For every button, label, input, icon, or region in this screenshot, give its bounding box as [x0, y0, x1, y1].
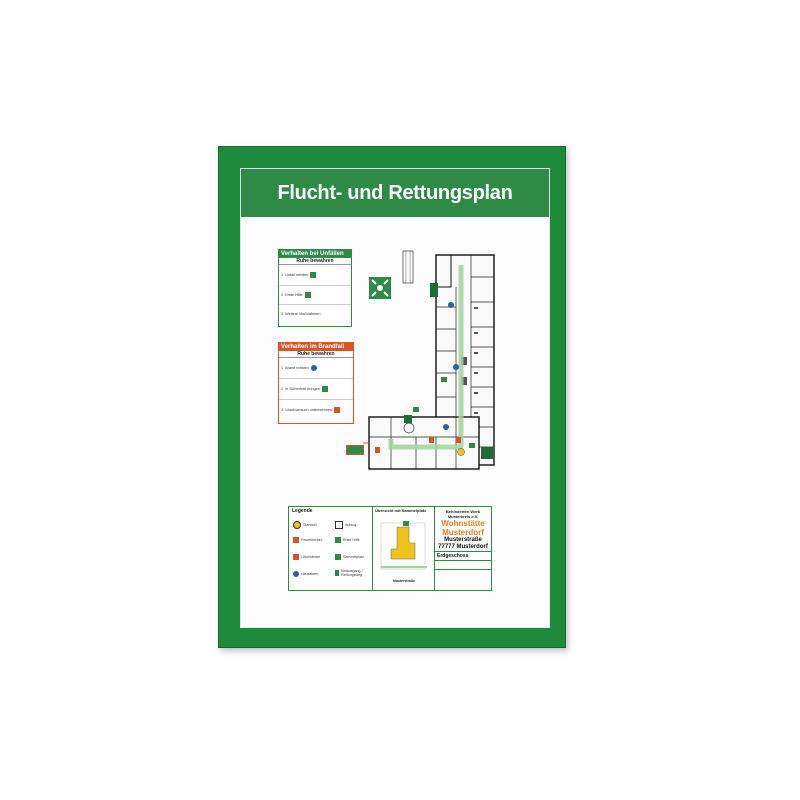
exit-icon — [321, 386, 328, 392]
house-alarm-icon — [293, 571, 299, 577]
org-name-2: Musterdorf — [442, 528, 484, 537]
location-icon — [293, 521, 301, 529]
accident-instructions-box: Verhalten bei Unfällen Ruhe bewahren 1 U… — [278, 249, 352, 327]
legend-item: Feuerlöscher — [291, 537, 322, 543]
legend-item: Notausgang / Rettungsweg — [333, 569, 371, 577]
accident-row: 2 Erste Hilfe — [279, 286, 351, 305]
plan-title: Flucht- und Rettungsplan — [277, 181, 513, 204]
fire-alarm-icon — [310, 365, 317, 371]
fire-extinguisher-icon — [293, 537, 299, 543]
accident-row: 1 Unfall melden — [279, 265, 351, 286]
legend-item: Sammelplatz — [333, 554, 364, 560]
escape-plan-sheet: Flucht- und Rettungsplan Verhalten bei U… — [240, 168, 550, 628]
title-bar: Flucht- und Rettungsplan — [241, 169, 549, 217]
org-line-1: Behinderten Werk — [445, 509, 481, 514]
assembly-point-icon — [369, 277, 391, 299]
poster-frame: Flucht- und Rettungsplan Verhalten bei U… — [218, 146, 566, 648]
exit-route-icon — [335, 570, 340, 576]
legend-item: Erste Hilfe — [333, 537, 360, 543]
fire-blanket-icon — [293, 554, 299, 560]
elevator-icon — [335, 521, 343, 529]
fire-row: 3 Löschversuch unternehmen — [279, 400, 353, 420]
fire-row: 2 In Sicherheit bringen — [279, 379, 353, 400]
overview-street: Musterstraße — [393, 579, 415, 583]
site-overview-box: Übersicht mit Sammelplatz Musterstraße — [372, 506, 436, 591]
emergency-exit-sign-icon — [346, 445, 364, 455]
accident-row: 3 Weitere Maßnahmen — [281, 312, 321, 316]
legend-box: Legende Standort Aufzug Feuerlöscher Ers… — [288, 506, 374, 591]
assembly-point-icon — [335, 554, 341, 560]
frame-edge — [218, 146, 566, 648]
first-aid-icon — [335, 537, 341, 543]
legend-title: Legende — [292, 508, 313, 514]
fire-instructions-box: Verhalten im Brandfall Ruhe bewahren 1 B… — [278, 342, 354, 424]
legend-item: Standort — [291, 521, 317, 529]
fire-row: 1 Brand melden — [279, 358, 353, 379]
legend-item: Aufzug — [333, 521, 356, 529]
organization-box: Behinderten Werk Musterkreis e.V. Wohnst… — [434, 506, 492, 591]
floor-plan-drawing — [363, 250, 495, 470]
blank-field — [435, 570, 491, 578]
legend-item: Hausalarm — [291, 571, 318, 577]
accident-subheading: Ruhe bewahren — [279, 258, 351, 265]
phone-icon — [310, 272, 317, 278]
legend-item: Löschdecke — [291, 554, 320, 560]
fire-extinguisher-icon — [333, 407, 340, 413]
fire-subheading: Ruhe bewahren — [279, 351, 353, 358]
first-aid-icon — [304, 292, 311, 298]
blank-field — [435, 561, 491, 570]
site-overview-map — [380, 521, 427, 570]
org-name-1: Wohnstätte — [441, 519, 485, 528]
overview-title: Übersicht mit Sammelplatz — [375, 508, 427, 513]
org-city: 77777 Musterdorf — [438, 544, 488, 550]
accident-heading: Verhalten bei Unfällen — [279, 250, 351, 258]
org-street: Musterstraße — [444, 537, 482, 543]
org-line-2: Musterkreis e.V. — [447, 514, 479, 519]
fire-heading: Verhalten im Brandfall — [279, 343, 353, 351]
floor-label: Erdgeschoss — [435, 551, 491, 561]
